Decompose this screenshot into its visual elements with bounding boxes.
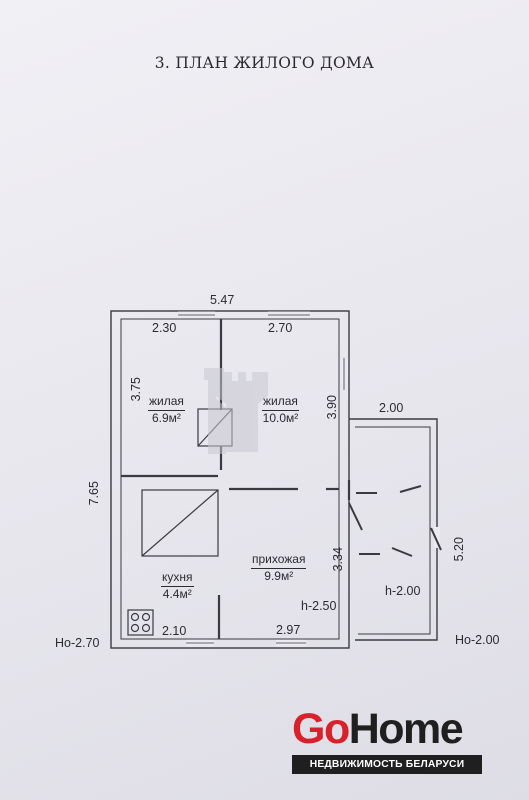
veranda-level-mark: Ho-2.00 [455, 633, 500, 647]
room-area: 4.4м² [162, 586, 192, 601]
house-inner-wall [120, 318, 340, 640]
dimension-room2-depth: 3.90 [324, 395, 339, 420]
room-name: прихожая [251, 552, 307, 569]
room-area: 10.0м² [262, 410, 299, 425]
room-label-hallway: прихожая 9.9м² [251, 552, 307, 584]
dimension-overall-width: 5.47 [210, 293, 235, 307]
door-entry [348, 502, 363, 531]
door-veranda-upper-b [399, 485, 422, 493]
dimension-hall-depth: 3.34 [330, 547, 345, 572]
veranda-ceiling-height: h-2.00 [385, 584, 421, 598]
room-label-bedroom-small: жилая 6.9м² [148, 394, 185, 426]
plan-title: 3. ПЛАН ЖИЛОГО ДОМА [154, 54, 375, 72]
dimension-room1-width: 2.30 [152, 321, 177, 335]
veranda-inner-wall [355, 426, 431, 635]
house-level-mark: Ho-2.70 [55, 636, 100, 650]
room-area: 6.9м² [151, 410, 181, 425]
room-label-bedroom-large: жилая 10.0м² [262, 394, 299, 426]
room-name: жилая [262, 394, 299, 411]
room-area: 9.9м² [264, 568, 294, 583]
room-name: жилая [148, 394, 185, 411]
house-outer-wall [110, 310, 350, 649]
dimension-hall-width: 2.97 [276, 623, 301, 637]
door-veranda-side [430, 527, 442, 551]
door-veranda-lower-b [391, 547, 413, 557]
dimension-veranda-width: 2.00 [379, 401, 404, 415]
logo-tagline: НЕДВИЖИМОСТЬ БЕЛАРУСИ [292, 755, 482, 774]
cooktop-icon [127, 609, 154, 636]
dimension-veranda-depth: 5.20 [451, 537, 466, 562]
logo-wordmark: GoHome [292, 705, 464, 753]
house-ceiling-height: h-2.50 [301, 599, 337, 613]
dimension-room1-depth: 3.75 [128, 377, 143, 402]
dimension-room2-width: 2.70 [268, 321, 293, 335]
gohome-logo: GoHome НЕДВИЖИМОСТЬ БЕЛАРУСИ [292, 708, 482, 774]
castle-watermark-icon [204, 368, 268, 454]
dimension-overall-depth: 7.65 [86, 481, 101, 506]
logo-home: Home [348, 705, 464, 753]
room-name: кухня [161, 570, 194, 587]
room-label-kitchen: кухня 4.4м² [161, 570, 194, 602]
oven-icon [141, 489, 219, 557]
dimension-kitchen-width: 2.10 [162, 624, 187, 638]
logo-go: Go [292, 705, 350, 753]
